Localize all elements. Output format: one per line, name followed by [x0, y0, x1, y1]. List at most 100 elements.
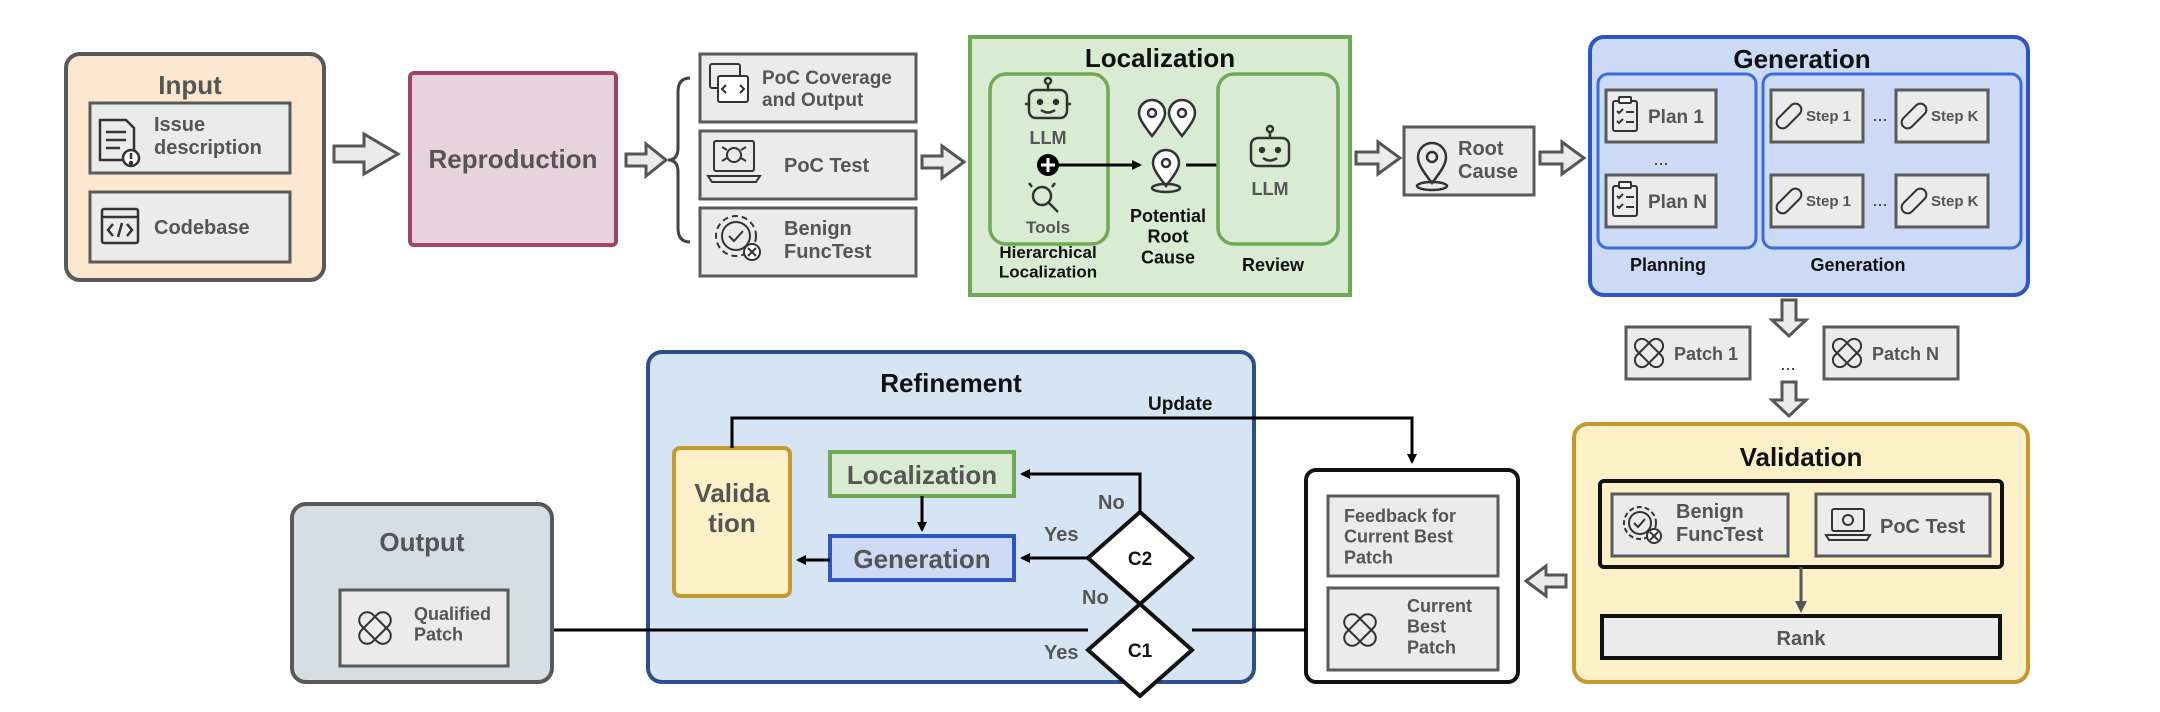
patch-n-box: Patch N	[1822, 325, 1960, 381]
c1-yes-label: Yes	[1044, 642, 1078, 664]
arrow-patches-to-validation	[1768, 380, 1810, 419]
patch-1-box: Patch 1	[1624, 325, 1752, 381]
plan-n-label: Plan N	[1648, 192, 1707, 213]
document-alert-icon	[98, 118, 141, 168]
step-k-bottom-box: Step K	[1894, 173, 1990, 229]
plus-icon	[1037, 154, 1059, 176]
patch-icon	[358, 611, 392, 645]
reproduction-panel: Reproduction	[408, 71, 618, 247]
arrow-c2-no-to-localization	[1020, 469, 1142, 512]
step-k-bottom-label: Step K	[1931, 193, 1979, 210]
step-dots-top: ...	[1872, 105, 1887, 125]
reproduction-title: Reproduction	[429, 144, 598, 174]
output-title: Output	[379, 527, 465, 557]
location-pins-icon	[1137, 98, 1197, 194]
poc-test-box: PoC Test	[698, 129, 918, 201]
step-dots-bottom: ...	[1872, 190, 1887, 210]
tools-label: Tools	[1026, 218, 1070, 237]
c2-no-label: No	[1098, 492, 1125, 514]
arrow-reproduction-to-poc	[624, 140, 669, 180]
rank-box	[1600, 614, 2002, 660]
arrow-poc-to-localization	[920, 143, 967, 181]
step-1-top-box: Step 1	[1769, 88, 1865, 144]
arrow-rootcause-to-generation	[1538, 139, 1587, 177]
refine-localization-box	[828, 450, 1016, 498]
patch-n-label: Patch N	[1872, 344, 1939, 364]
rank-label: Rank	[1777, 628, 1827, 650]
refine-generation-label: Generation	[853, 544, 990, 574]
decision-c2-label: C2	[1128, 549, 1152, 570]
validation-title: Validation	[1740, 442, 1863, 472]
plan-1-label: Plan 1	[1648, 107, 1704, 128]
gear-check-icon	[1623, 506, 1662, 544]
decision-c1	[1084, 601, 1196, 699]
location-pin-icon	[1415, 141, 1449, 192]
review-box	[1216, 72, 1340, 246]
plan-n-box: Plan N	[1604, 173, 1718, 229]
generation-title: Generation	[1733, 44, 1870, 74]
arrow-validation-to-feedback	[1523, 563, 1568, 599]
input-title: Input	[158, 70, 222, 100]
c2-yes-label: Yes	[1044, 524, 1078, 546]
plan-dots: ...	[1653, 149, 1668, 169]
laptop-bug-icon	[706, 140, 762, 183]
brace	[667, 76, 691, 244]
llm-label: LLM	[1030, 128, 1067, 148]
refine-localization-label: Localization	[847, 460, 997, 490]
update-arrow	[730, 416, 1417, 464]
localization-title: Localization	[1085, 43, 1235, 73]
generation-panel: Generation Plan 1 ... Plan N	[1588, 35, 2030, 297]
codebase-box: Codebase	[88, 190, 292, 264]
robot-icon	[1025, 76, 1071, 120]
tools-icon	[1028, 182, 1059, 213]
bandage-icon	[1775, 187, 1803, 215]
review-label: Review	[1242, 255, 1305, 275]
arrow-input-to-reproduction	[332, 131, 401, 177]
update-label: Update	[1148, 394, 1212, 415]
patch-dots: ...	[1780, 354, 1795, 374]
generation-sub-label: Generation	[1810, 255, 1905, 275]
patch-1-label: Patch 1	[1674, 344, 1738, 364]
review-llm-label: LLM	[1252, 179, 1289, 199]
patch-icon	[1343, 613, 1377, 647]
clipboard-icon	[1612, 181, 1638, 217]
step-k-top-label: Step K	[1931, 108, 1979, 125]
patch-icon	[1633, 337, 1665, 369]
decision-c1-label: C1	[1128, 641, 1153, 662]
validation-poc-box: PoC Test	[1814, 492, 1992, 558]
validation-poc-label: PoC Test	[1880, 516, 1966, 538]
c1-no-label: No	[1082, 587, 1109, 609]
review-robot-icon	[1249, 124, 1291, 168]
poc-test-label: PoC Test	[784, 155, 870, 177]
refine-generation-box	[828, 534, 1016, 582]
bandage-icon	[1900, 187, 1928, 215]
step-1-bottom-box: Step 1	[1769, 173, 1865, 229]
gear-check-icon	[715, 215, 761, 261]
code-coverage-icon	[709, 63, 749, 103]
step-1-bottom-label: Step 1	[1806, 193, 1851, 210]
clipboard-icon	[1612, 96, 1638, 132]
planning-label: Planning	[1630, 255, 1706, 275]
